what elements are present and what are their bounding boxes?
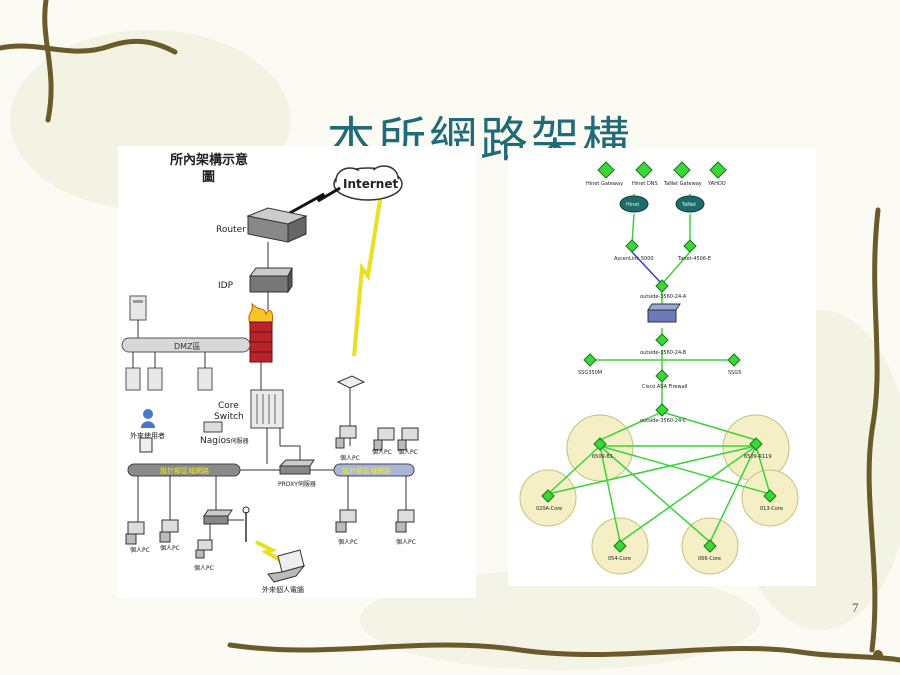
core-020a-label: 020A-Core — [536, 506, 562, 512]
dmz-label: DMZ區 — [174, 342, 201, 351]
visitor-user-icon — [141, 409, 155, 428]
pc-under-hub — [195, 539, 213, 559]
pc-label: 個人PC — [130, 546, 150, 554]
hinet-to-ascend-link — [631, 251, 663, 285]
proxy-label: PROXY伺服器 — [278, 480, 316, 488]
internal-network-diagram: 所內架構示意 圖 Internet Router — [118, 146, 476, 598]
nagios-name: Nagios — [200, 436, 231, 446]
visitor-device-icon — [139, 437, 153, 453]
segment-bus-right: 設計部區域網路 — [333, 463, 415, 477]
ssg5-label: SSG5 — [728, 370, 741, 376]
internet-cloud: Internet — [333, 165, 403, 201]
top-node-label: TaNet Gateway — [663, 181, 702, 187]
core-066-label: 066-Core — [698, 556, 721, 562]
firewall-label: Cisco ASA Firewall — [642, 384, 687, 390]
nagios-label: Nagios伺服器 — [200, 436, 249, 446]
core-r119-label: 6509-R119 — [744, 454, 772, 460]
firewall-icon — [248, 302, 273, 363]
caption-line2: 圖 — [202, 169, 215, 185]
ascend-label: AscenLink 5000 — [614, 256, 654, 262]
visitor-label: 外來使用者 — [130, 431, 165, 440]
topology-links — [547, 194, 771, 543]
top-node-label: YAHOO — [707, 181, 726, 187]
proxy-server-icon — [278, 459, 315, 475]
segment-bus-left: 設計部區域網路 — [127, 463, 241, 477]
vine-right — [866, 207, 881, 653]
laptop-label: 外來個人電腦 — [262, 585, 304, 594]
core-switch-icon — [250, 389, 284, 429]
core-013-label: 013-Core — [760, 506, 783, 512]
vine-left-vertical — [42, 0, 54, 123]
vine-knot — [873, 650, 883, 660]
vine-bottom — [227, 642, 900, 663]
top-node-label: Hinet DNS — [632, 181, 658, 187]
segment-right-label: 設計部區域網路 — [342, 466, 391, 475]
antenna-icon — [242, 506, 250, 542]
internet-label: Internet — [343, 177, 398, 191]
core-b1-label: 6509-B1 — [592, 454, 613, 460]
core-054-label: 054-Core — [608, 556, 631, 562]
core-switch-label-1: Core — [218, 401, 239, 411]
wireless-link-lightning — [352, 199, 382, 357]
monitoring-topology-svg: Hinet Gateway Hinet DNS TaNet Gateway YA… — [519, 161, 799, 575]
nagios-server-icon — [203, 421, 223, 433]
hinet-cloud — [619, 195, 649, 213]
hub-icon — [203, 509, 233, 525]
dmz-server-icon — [129, 295, 147, 321]
pc-group-top-right — [335, 425, 419, 451]
segment-left-label: 設計部區域網路 — [160, 466, 209, 475]
pc-label: 個人PC — [398, 448, 418, 456]
core-switch-label-2: Switch — [214, 412, 244, 422]
outside-b-label: outside-3560-24-B — [640, 350, 687, 356]
pc-label: 個人PC — [338, 538, 358, 546]
outside-c-label: outside-3560-24-C — [640, 418, 687, 424]
tanet-cloud — [675, 195, 705, 213]
pc-label: 個人PC — [194, 564, 214, 572]
top-gateway-nodes — [597, 161, 727, 179]
switch-device-icon — [647, 303, 681, 323]
top-node-label: Hinet Gateway — [586, 181, 623, 187]
pc-label: 個人PC — [396, 538, 416, 546]
vine-top-left — [0, 38, 178, 55]
device-nodes — [541, 239, 777, 553]
pc-group-bottom-left — [125, 519, 179, 545]
hinet-cloud-label: Hinet — [626, 202, 639, 208]
page-number: 7 — [852, 600, 859, 615]
dmz-servers — [125, 367, 213, 391]
dmz-bus: DMZ區 — [121, 337, 251, 353]
nagios-suffix: 伺服器 — [231, 437, 249, 445]
internal-network-svg: 所內架構示意 圖 Internet Router — [121, 152, 419, 594]
laptop-wireless-lightning — [255, 540, 281, 562]
outside-a-label: outside-3560-24-A — [640, 294, 687, 300]
router-link-lightning — [287, 186, 341, 216]
pc-label: 個人PC — [160, 544, 180, 552]
monitoring-topology-diagram: Hinet Gateway Hinet DNS TaNet Gateway YA… — [508, 148, 816, 586]
caption-line1: 所內架構示意 — [170, 152, 248, 168]
ssg-label: SSG350M — [578, 370, 602, 376]
pc-label: 個人PC — [340, 454, 360, 462]
idp-label: IDP — [218, 281, 234, 291]
tanet-router-label: Tanet-4506-E — [677, 256, 711, 262]
pc-group-bottom-right — [335, 509, 415, 533]
pc-label: 個人PC — [372, 448, 392, 456]
idp-icon — [249, 267, 293, 294]
router-icon — [246, 207, 308, 243]
wireless-ap-icon — [336, 375, 366, 389]
tanet-cloud-label: TaNet — [681, 202, 696, 208]
router-label: Router — [216, 225, 246, 235]
laptop-icon — [267, 549, 306, 583]
